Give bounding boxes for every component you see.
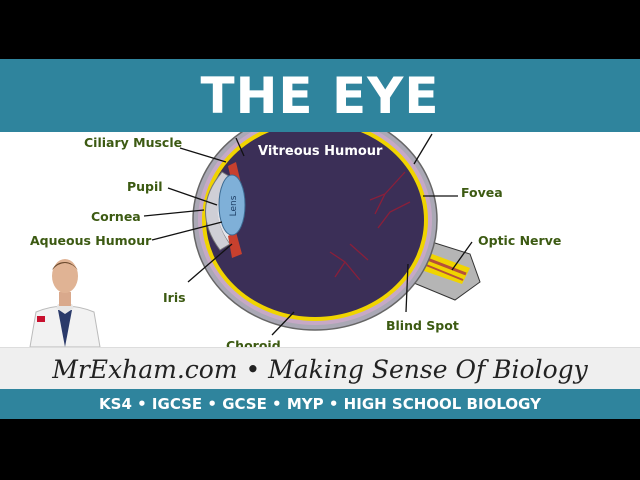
pointer-lines <box>143 133 473 336</box>
pointer-cornea <box>143 209 205 217</box>
pointer-pupil <box>167 187 218 206</box>
presenter-avatar <box>22 252 108 347</box>
bottom-letterbox <box>0 419 640 480</box>
pointer-iris <box>187 243 233 283</box>
label-pupil: Pupil <box>127 179 163 194</box>
label-cornea: Cornea <box>91 209 141 224</box>
page-title: THE EYE <box>200 66 440 125</box>
title-bar: THE EYE <box>0 59 640 132</box>
top-letterbox <box>0 0 640 59</box>
lens-shape <box>218 174 246 236</box>
subtitle: MrExham.com • Making Sense Of Biology <box>52 354 588 384</box>
lens-label: Lens <box>229 195 239 216</box>
iris-lower-shape <box>228 232 242 258</box>
label-vitreous-humour: Vitreous Humour <box>258 144 383 159</box>
pointer-ciliary-muscle <box>179 147 227 163</box>
label-blind-spot: Blind Spot <box>386 318 459 333</box>
label-optic-nerve: Optic Nerve <box>478 233 562 248</box>
footer-bar: KS4 • IGCSE • GCSE • MYP • HIGH SCHOOL B… <box>0 389 640 419</box>
pointer-blind-spot <box>405 263 409 313</box>
pointer-top <box>413 133 433 165</box>
pointer-aqueous-humour <box>151 221 223 241</box>
blood-vessels <box>329 171 411 281</box>
vitreous-shape <box>206 132 424 317</box>
eye-diagram: Lens <box>143 132 481 336</box>
label-ciliary-muscle: Ciliary Muscle <box>84 135 183 150</box>
eye-diagram-panel: Lens <box>0 132 640 347</box>
footer-text: KS4 • IGCSE • GCSE • MYP • HIGH SCHOOL B… <box>99 395 541 413</box>
label-fovea: Fovea <box>461 185 503 200</box>
label-iris: Iris <box>163 290 186 305</box>
pointer-vitreous <box>235 137 245 157</box>
pointer-choroid <box>271 311 295 336</box>
label-choroid: Choroid <box>226 338 281 347</box>
label-aqueous-humour: Aqueous Humour <box>30 233 152 248</box>
pointer-optic-nerve <box>451 241 473 271</box>
subtitle-bar: MrExham.com • Making Sense Of Biology <box>0 347 640 390</box>
